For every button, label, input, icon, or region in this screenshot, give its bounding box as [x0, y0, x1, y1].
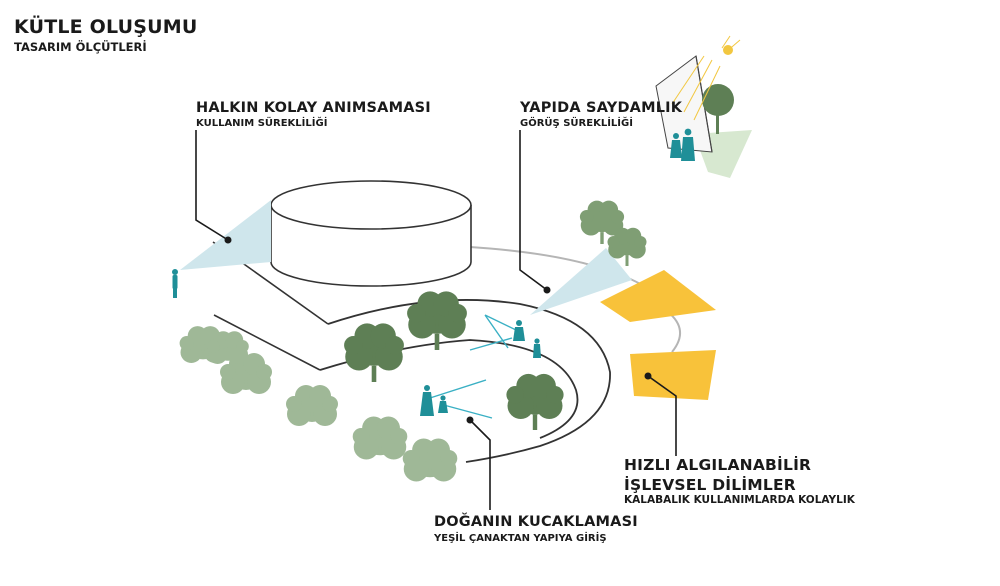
- cylinder-mass: [270, 180, 472, 287]
- sight-cone-memory: [180, 200, 271, 270]
- sight-cone-transparency: [530, 248, 632, 315]
- functional-slice-lower: [630, 350, 716, 400]
- page-subtitle: TASARIM ÖLÇÜTLERİ: [14, 40, 147, 54]
- label-functional-subtitle: KALABALIK KULLANIMLARDA KOLAYLIK: [624, 494, 855, 506]
- viewer-person-icon: [172, 269, 178, 298]
- functional-slice-upper: [600, 270, 716, 322]
- page-title: KÜTLE OLUŞUMU: [14, 16, 198, 38]
- leader-lines: [195, 130, 677, 510]
- label-transparency-subtitle: GÖRÜŞ SÜREKLİLİĞİ: [520, 118, 633, 129]
- label-functional-title-line2: İŞLEVSEL DİLİMLER: [624, 476, 796, 494]
- gray-arc-lower: [667, 311, 681, 353]
- leader-dots: [224, 236, 652, 424]
- label-functional-title-line1: HIZLI ALGILANABİLİR: [624, 456, 812, 474]
- label-memory-title: HALKIN KOLAY ANIMSAMASI: [196, 100, 431, 116]
- trees-background: [579, 200, 647, 266]
- trees-bowl: [344, 291, 564, 430]
- label-nature-subtitle: YEŞİL ÇANAKTAN YAPIYA GİRİŞ: [434, 533, 607, 544]
- label-nature-title: DOĞANIN KUCAKLAMASI: [434, 514, 638, 530]
- transparency-inset: [655, 35, 752, 178]
- label-transparency-title: YAPIDA SAYDAMLIK: [520, 100, 683, 116]
- trees-foreground-rows: [179, 326, 458, 482]
- people-icons: [420, 320, 541, 416]
- label-memory-subtitle: KULLANIM SÜREKLİLİĞİ: [196, 118, 328, 129]
- people-bowl: [429, 314, 517, 419]
